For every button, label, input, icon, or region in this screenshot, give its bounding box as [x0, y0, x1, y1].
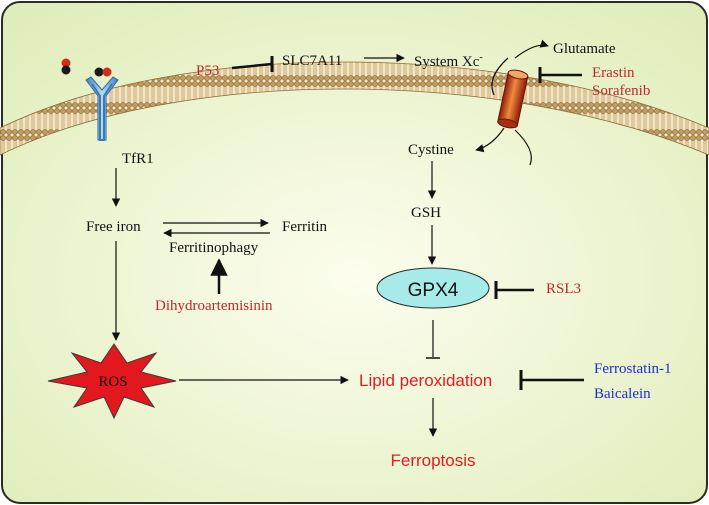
rsl3-label: RSL3 [546, 281, 581, 297]
tfr1-label: TfR1 [122, 151, 154, 167]
gpx4-label: GPX4 [408, 280, 459, 301]
ros-label: ROS [98, 374, 127, 390]
free-iron-label: Free iron [86, 219, 141, 235]
baicalein-label: Baicalein [594, 386, 651, 402]
system-xc-channel [475, 39, 549, 166]
cystine-label: Cystine [408, 142, 454, 158]
cystine-arrow [475, 127, 505, 153]
lipid-peroxidation-label: Lipid peroxidation [359, 371, 492, 390]
ferrostatin-label: Ferrostatin-1 [594, 361, 671, 377]
gsh-label: GSH [411, 205, 441, 221]
p53-inhibition-line [231, 62, 273, 70]
ferritin-label: Ferritin [282, 219, 327, 235]
slc7a11-label: SLC7A11 [282, 53, 342, 69]
ros-burst [47, 343, 177, 420]
cystine-import-curve [514, 129, 532, 166]
glutamate-arrow [514, 39, 549, 59]
sorafenib-label: Sorafenib [592, 83, 650, 99]
glutamate-export-curve [491, 57, 509, 96]
iron-particles [61, 58, 112, 77]
ferritinophagy-label: Ferritinophagy [169, 240, 259, 256]
dihydroartemisinin-label: Dihydroartemisinin [155, 298, 273, 314]
glutamate-label: Glutamate [553, 41, 616, 57]
ferroptosis-label: Ferroptosis [390, 451, 475, 470]
erastin-label: Erastin [592, 65, 635, 81]
gpx4-node [376, 267, 490, 309]
system-xc-label: System Xc- [414, 52, 483, 70]
p53-label: P53 [196, 63, 219, 79]
cell-membrane [0, 61, 709, 156]
tfr1-receptor [85, 76, 119, 141]
